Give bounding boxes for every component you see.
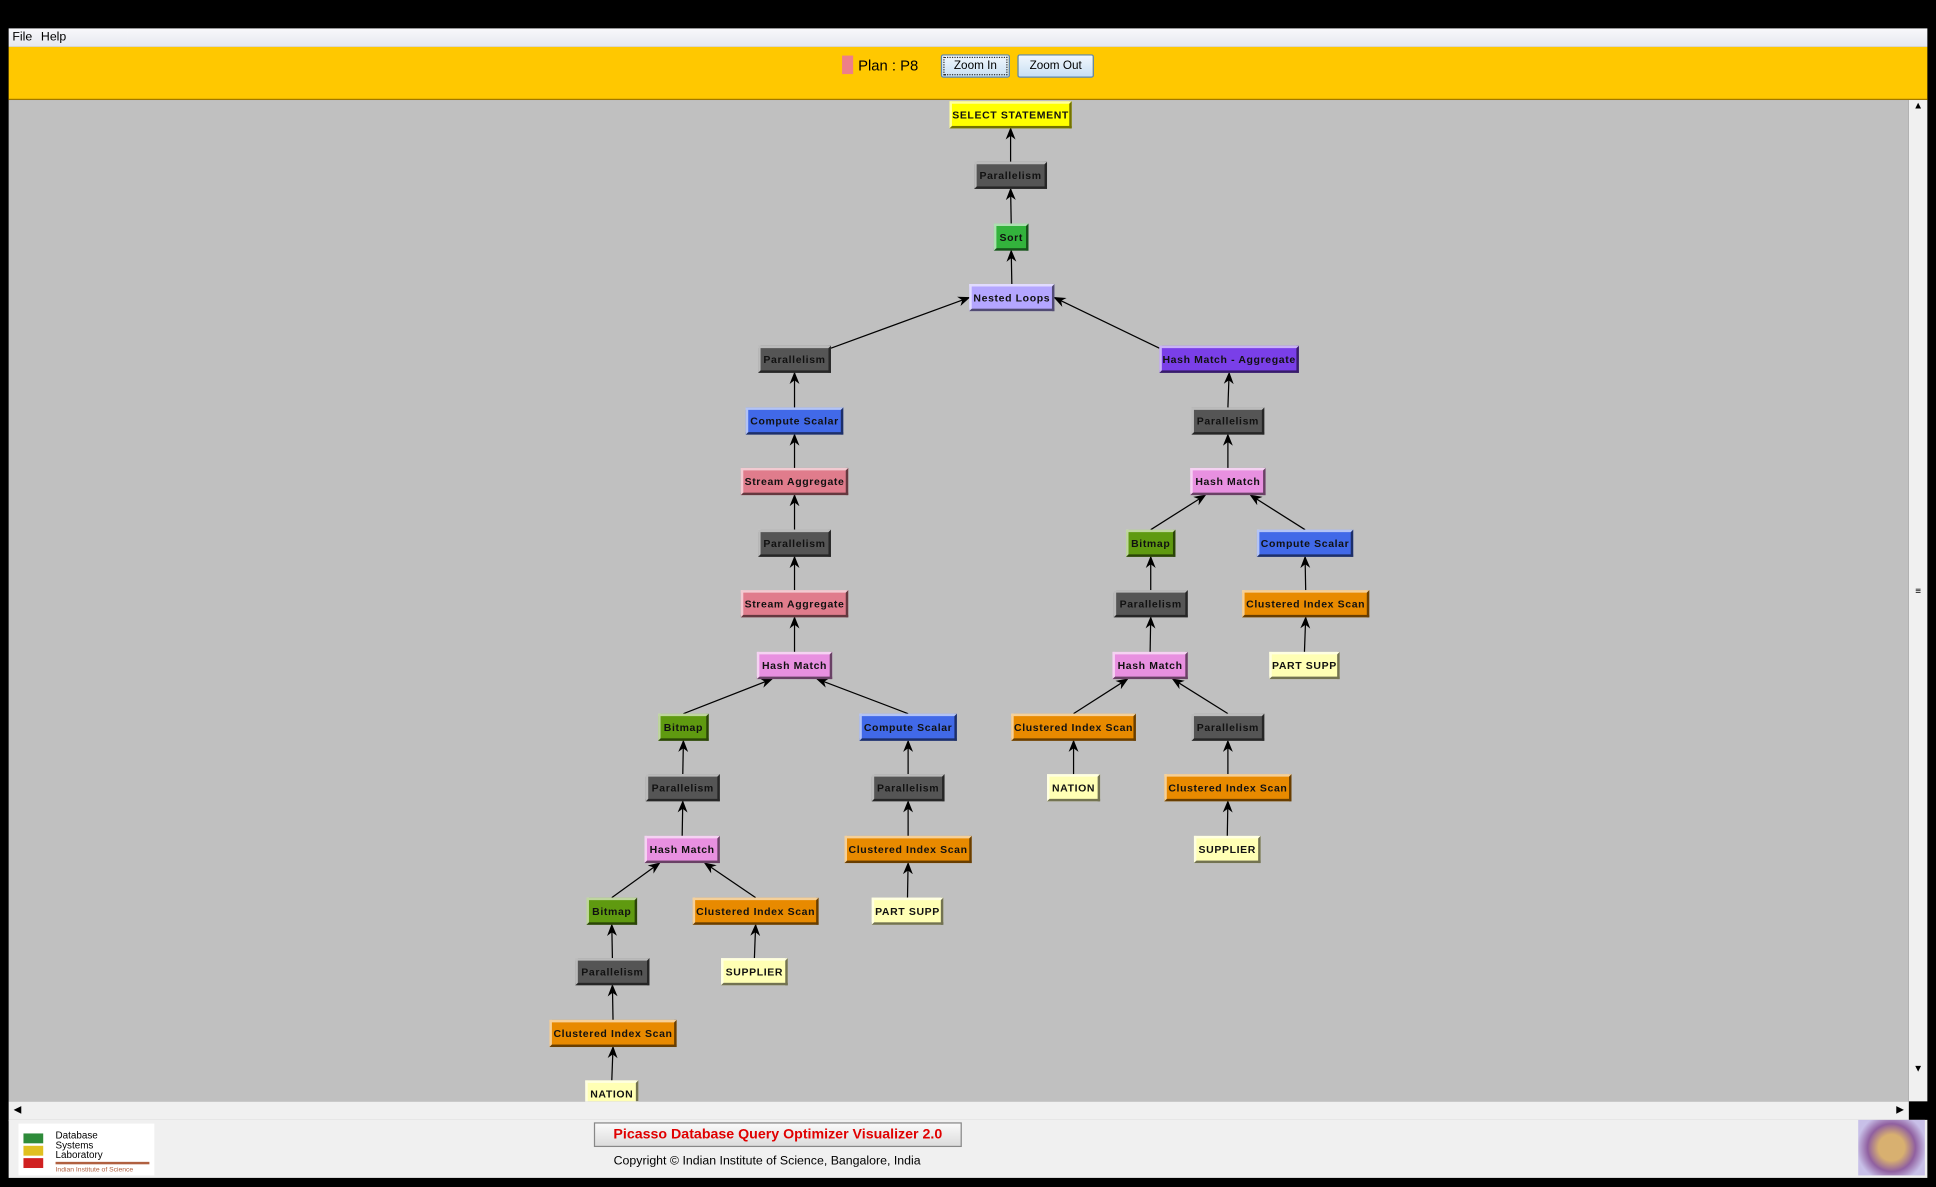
plan-node-hash-match[interactable]: Hash Match	[756, 651, 833, 680]
scroll-grip-icon[interactable]: ≡	[1915, 585, 1921, 597]
plan-node-bitmap[interactable]: Bitmap	[586, 897, 638, 925]
plan-edge	[1150, 494, 1207, 531]
plan-node-part-supp[interactable]: PART SUPP	[1269, 651, 1340, 680]
plan-edge	[703, 862, 756, 899]
toolbar: Plan : P8 Zoom In Zoom Out	[8, 46, 1928, 101]
plan-edge	[902, 861, 913, 898]
plan-node-compute-scalar[interactable]: Compute Scalar	[745, 407, 844, 435]
plan-edge	[1223, 371, 1234, 408]
plan-node-compute-scalar[interactable]: Compute Scalar	[1256, 529, 1354, 557]
menu-file[interactable]: File	[12, 30, 33, 45]
plan-edge	[607, 1045, 618, 1081]
plan-edge	[1300, 616, 1311, 652]
plan-node-stream-aggregate[interactable]: Stream Aggregate	[740, 590, 849, 618]
plan-edge	[1073, 678, 1129, 715]
plan-node-clustered-index-scan[interactable]: Clustered Index Scan	[1011, 713, 1136, 741]
copyright-text: Copyright © Indian Institute of Science,…	[613, 1154, 921, 1169]
zoom-out-button[interactable]: Zoom Out	[1017, 54, 1094, 78]
plan-edge	[750, 923, 761, 959]
plan-node-parallelism[interactable]: Parallelism	[974, 161, 1048, 189]
horizontal-scrollbar[interactable]: ◀▶	[8, 1101, 1909, 1122]
plan-edge	[677, 800, 688, 836]
plan-node-nation[interactable]: NATION	[1047, 774, 1101, 802]
vertical-scrollbar[interactable]: ▲ ≡ ▼	[1908, 100, 1928, 1102]
plan-node-nation[interactable]: NATION	[585, 1080, 639, 1102]
plan-edge	[607, 923, 617, 959]
plan-node-clustered-index-scan[interactable]: Clustered Index Scan	[692, 897, 819, 925]
app-title-button[interactable]: Picasso Database Query Optimizer Visuali…	[593, 1122, 962, 1148]
scroll-left-icon[interactable]: ◀	[13, 1103, 22, 1115]
plan-edges	[607, 127, 1311, 1081]
zoom-in-button[interactable]: Zoom In	[940, 54, 1010, 78]
svg-text:Systems: Systems	[56, 1140, 94, 1151]
plan-node-hash-match[interactable]: Hash Match	[1190, 467, 1266, 496]
plan-edge	[1005, 187, 1016, 224]
plan-node-parallelism[interactable]: Parallelism	[1113, 590, 1188, 618]
plan-node-select-statement[interactable]: SELECT STATEMENT	[949, 101, 1072, 129]
plan-node-stream-aggregate[interactable]: Stream Aggregate	[740, 467, 849, 496]
plan-edge	[830, 296, 971, 349]
menu-bar: File Help	[8, 28, 1928, 47]
plan-edge	[1222, 800, 1233, 836]
plan-node-parallelism[interactable]: Parallelism	[1191, 407, 1265, 435]
svg-text:Indian Institute of Science: Indian Institute of Science	[56, 1167, 134, 1174]
plan-edge	[1300, 555, 1311, 591]
plan-node-parallelism[interactable]: Parallelism	[575, 958, 650, 986]
plan-node-parallelism[interactable]: Parallelism	[645, 774, 720, 802]
plan-node-compute-scalar[interactable]: Compute Scalar	[859, 713, 957, 741]
plan-node-part-supp[interactable]: PART SUPP	[871, 897, 944, 925]
plan-edge	[678, 739, 689, 775]
plan-node-nested-loops[interactable]: Nested Loops	[969, 283, 1055, 312]
svg-text:Database: Database	[56, 1130, 99, 1141]
svg-text:Laboratory: Laboratory	[56, 1150, 103, 1161]
plan-node-hash-match-aggregate[interactable]: Hash Match - Aggregate	[1159, 345, 1299, 373]
plan-node-hash-match[interactable]: Hash Match	[1112, 651, 1188, 680]
plan-edge	[1053, 297, 1160, 349]
scroll-up-icon[interactable]: ▲	[1913, 100, 1923, 112]
plan-edge	[611, 862, 661, 899]
plan-node-clustered-index-scan[interactable]: Clustered Index Scan	[549, 1019, 677, 1048]
plan-edge	[1006, 249, 1017, 284]
menu-help[interactable]: Help	[40, 30, 67, 45]
scroll-down-icon[interactable]: ▼	[1913, 1063, 1923, 1075]
plan-node-bitmap[interactable]: Bitmap	[1126, 529, 1176, 557]
plan-node-clustered-index-scan[interactable]: Clustered Index Scan	[844, 835, 972, 864]
plan-node-parallelism[interactable]: Parallelism	[758, 529, 831, 557]
plan-node-supplier[interactable]: SUPPLIER	[1193, 835, 1261, 864]
scroll-right-icon[interactable]: ▶	[1896, 1103, 1904, 1115]
plan-color-swatch	[842, 55, 854, 75]
plan-edge	[1171, 678, 1229, 715]
plan-node-clustered-index-scan[interactable]: Clustered Index Scan	[1164, 774, 1292, 802]
plan-edge	[1145, 616, 1156, 652]
plan-node-parallelism[interactable]: Parallelism	[1191, 713, 1265, 741]
plan-edge	[683, 678, 774, 715]
plan-edge	[815, 678, 909, 715]
iisc-seal-logo	[1858, 1119, 1925, 1176]
plan-label: Plan : P8	[858, 56, 919, 75]
plan-node-supplier[interactable]: SUPPLIER	[721, 958, 788, 986]
plan-node-parallelism[interactable]: Parallelism	[758, 345, 831, 373]
plan-node-hash-match[interactable]: Hash Match	[644, 835, 720, 864]
plan-node-bitmap[interactable]: Bitmap	[658, 713, 709, 741]
plan-node-sort[interactable]: Sort	[993, 223, 1029, 251]
plan-node-clustered-index-scan[interactable]: Clustered Index Scan	[1242, 590, 1370, 618]
plan-edge	[1249, 494, 1306, 531]
plan-node-parallelism[interactable]: Parallelism	[871, 774, 945, 802]
plan-edge	[607, 984, 618, 1020]
